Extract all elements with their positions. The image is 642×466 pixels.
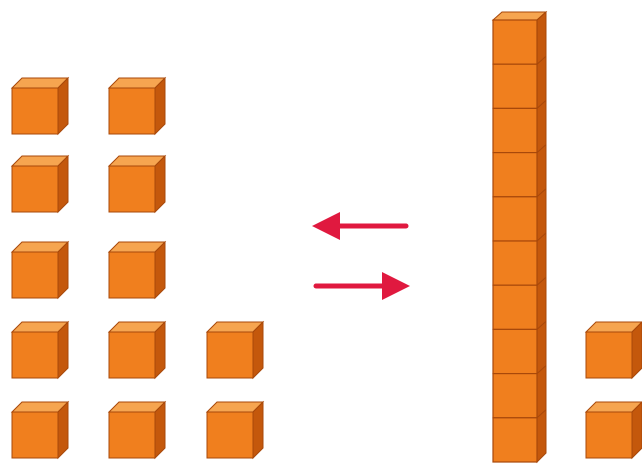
exchange-arrows bbox=[312, 212, 410, 300]
right-rod-and-cubes-group bbox=[491, 10, 642, 464]
unit-cube-icon bbox=[107, 400, 167, 460]
unit-cube-icon bbox=[10, 400, 70, 460]
unit-cube-icon bbox=[107, 76, 167, 136]
rod-unit-segment bbox=[492, 328, 538, 375]
rod-unit-segment bbox=[492, 152, 538, 198]
unit-cube-icon bbox=[10, 320, 70, 380]
rod-unit-segment bbox=[492, 284, 538, 331]
unit-cube-icon bbox=[10, 240, 70, 300]
unit-cube-icon bbox=[205, 320, 265, 380]
rod-unit-segment bbox=[492, 196, 538, 242]
unit-cube-icon bbox=[10, 154, 70, 214]
right-arrow-icon bbox=[313, 272, 410, 300]
rod-unit-segment bbox=[492, 240, 538, 286]
rod-unit-segment bbox=[492, 107, 538, 154]
rod-unit-segment bbox=[492, 373, 538, 419]
unit-cube-icon bbox=[205, 400, 265, 460]
unit-cube-icon bbox=[584, 321, 642, 380]
rod-unit-segment bbox=[492, 63, 538, 109]
unit-cube-icon bbox=[107, 154, 167, 214]
unit-cube-icon bbox=[584, 401, 642, 460]
rod-unit-segment bbox=[492, 417, 538, 463]
ten-rod-icon bbox=[491, 10, 548, 464]
left-unit-cubes-group bbox=[10, 76, 265, 460]
left-arrow-icon bbox=[312, 212, 409, 240]
unit-cube-icon bbox=[10, 76, 70, 136]
unit-cube-icon bbox=[107, 240, 167, 300]
rod-unit-segment bbox=[492, 19, 538, 65]
unit-cube-icon bbox=[107, 320, 167, 380]
